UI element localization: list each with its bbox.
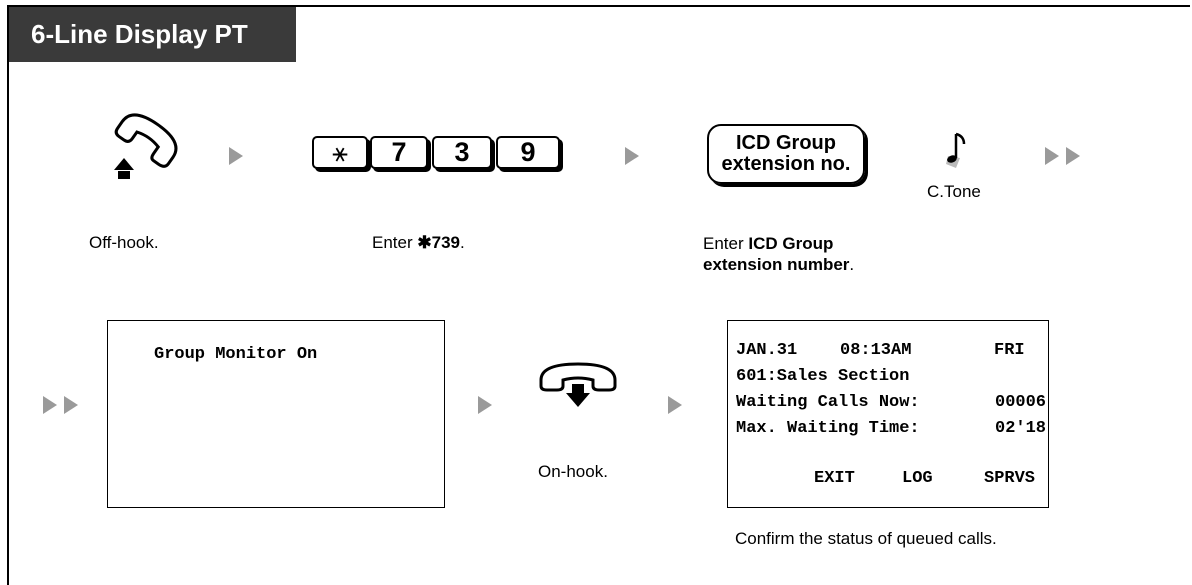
off-hook-label: Off-hook. [89,233,159,252]
softkey-exit: EXIT [814,469,855,488]
key-9: 9 [496,136,560,169]
icd-label-bold2: extension number [703,255,850,274]
icd-label-bold1: ICD Group [748,234,834,253]
display2-max-value: 02'18 [995,419,1047,438]
display2-group: 601:Sales Section [736,367,910,386]
confirmation-tone-icon [946,132,966,168]
arrow-1 [229,147,243,165]
off-hook-handset-icon [114,113,178,179]
display2-max-label: Max. Waiting Time: [736,419,920,438]
enter-star: ✱ [417,233,432,252]
arrow-6 [668,396,682,414]
section-title: 6-Line Display PT [9,7,296,62]
enter-suffix: . [459,233,465,252]
enter-prefix: Enter [372,233,418,252]
on-hook-label: On-hook. [538,462,608,481]
icd-button-line2: extension no. [721,153,851,175]
icd-button-line1: ICD Group [736,132,836,154]
arrow-4a [43,396,57,414]
display2-time: 08:13AM [840,341,912,360]
arrow-5 [478,396,492,414]
display2-waiting-label: Waiting Calls Now: [736,393,920,412]
display-group-monitor: Group Monitor On [107,320,445,508]
display-queue-status: JAN.31 08:13AM FRI 601:Sales Section Wai… [727,320,1049,508]
display2-waiting-value: 00006 [995,393,1047,412]
icd-label: Enter ICD Group extension number. [703,233,854,275]
arrow-4b [64,396,78,414]
arrow-3b [1066,147,1080,165]
softkey-sprvs: SPRVS [984,469,1036,488]
key-7: 7 [370,136,428,169]
display2-day: FRI [994,341,1025,360]
on-hook-handset-icon [539,362,617,407]
arrow-2 [625,147,639,165]
icd-label-prefix: Enter [703,234,749,253]
key-star: ⚹ [312,136,368,169]
enter-code: 739 [431,233,460,252]
icd-label-suffix: . [849,255,855,274]
ctone-label: C.Tone [927,182,981,201]
icd-group-extension-button: ICD Group extension no. [707,124,865,184]
softkey-log: LOG [902,469,933,488]
key-3: 3 [432,136,492,169]
enter-code-label: Enter ✱739. [372,233,465,253]
confirm-label: Confirm the status of queued calls. [735,529,997,548]
arrow-3a [1045,147,1059,165]
display2-date: JAN.31 [736,341,798,360]
diagram-frame [7,5,1190,585]
display1-line1: Group Monitor On [154,345,318,364]
